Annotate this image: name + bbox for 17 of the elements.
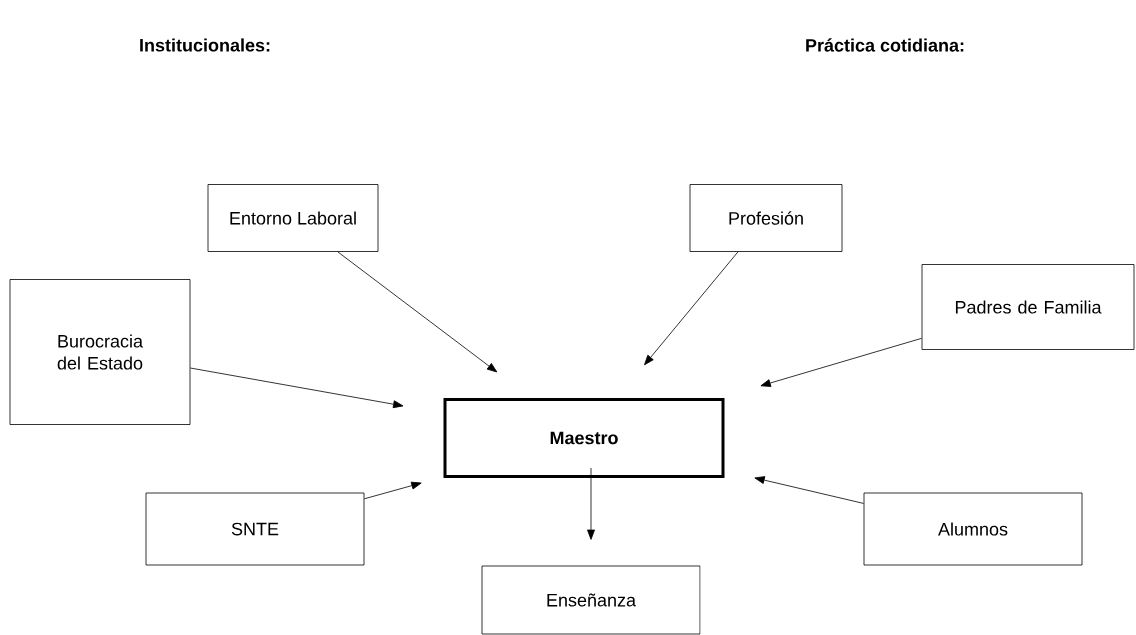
arrow	[337, 251, 498, 373]
arrow	[364, 481, 422, 500]
concept-box: Padres de Familia	[921, 264, 1135, 350]
central-box: Maestro	[443, 398, 725, 478]
heading: Institucionales:	[140, 38, 270, 52]
concept-box: Enseñanza	[481, 565, 701, 635]
arrow	[760, 337, 922, 387]
arrow	[644, 251, 739, 366]
arrow	[587, 467, 595, 540]
arrow	[754, 476, 864, 504]
arrow	[190, 367, 404, 409]
concept-box: Burocracia del Estado	[9, 279, 191, 425]
concept-box: Alumnos	[863, 492, 1083, 566]
concept-box: Entorno Laboral	[207, 184, 379, 252]
heading: Práctica cotidiana:	[806, 38, 964, 52]
concept-box: Profesión	[689, 184, 843, 252]
concept-box: SNTE	[145, 492, 365, 566]
